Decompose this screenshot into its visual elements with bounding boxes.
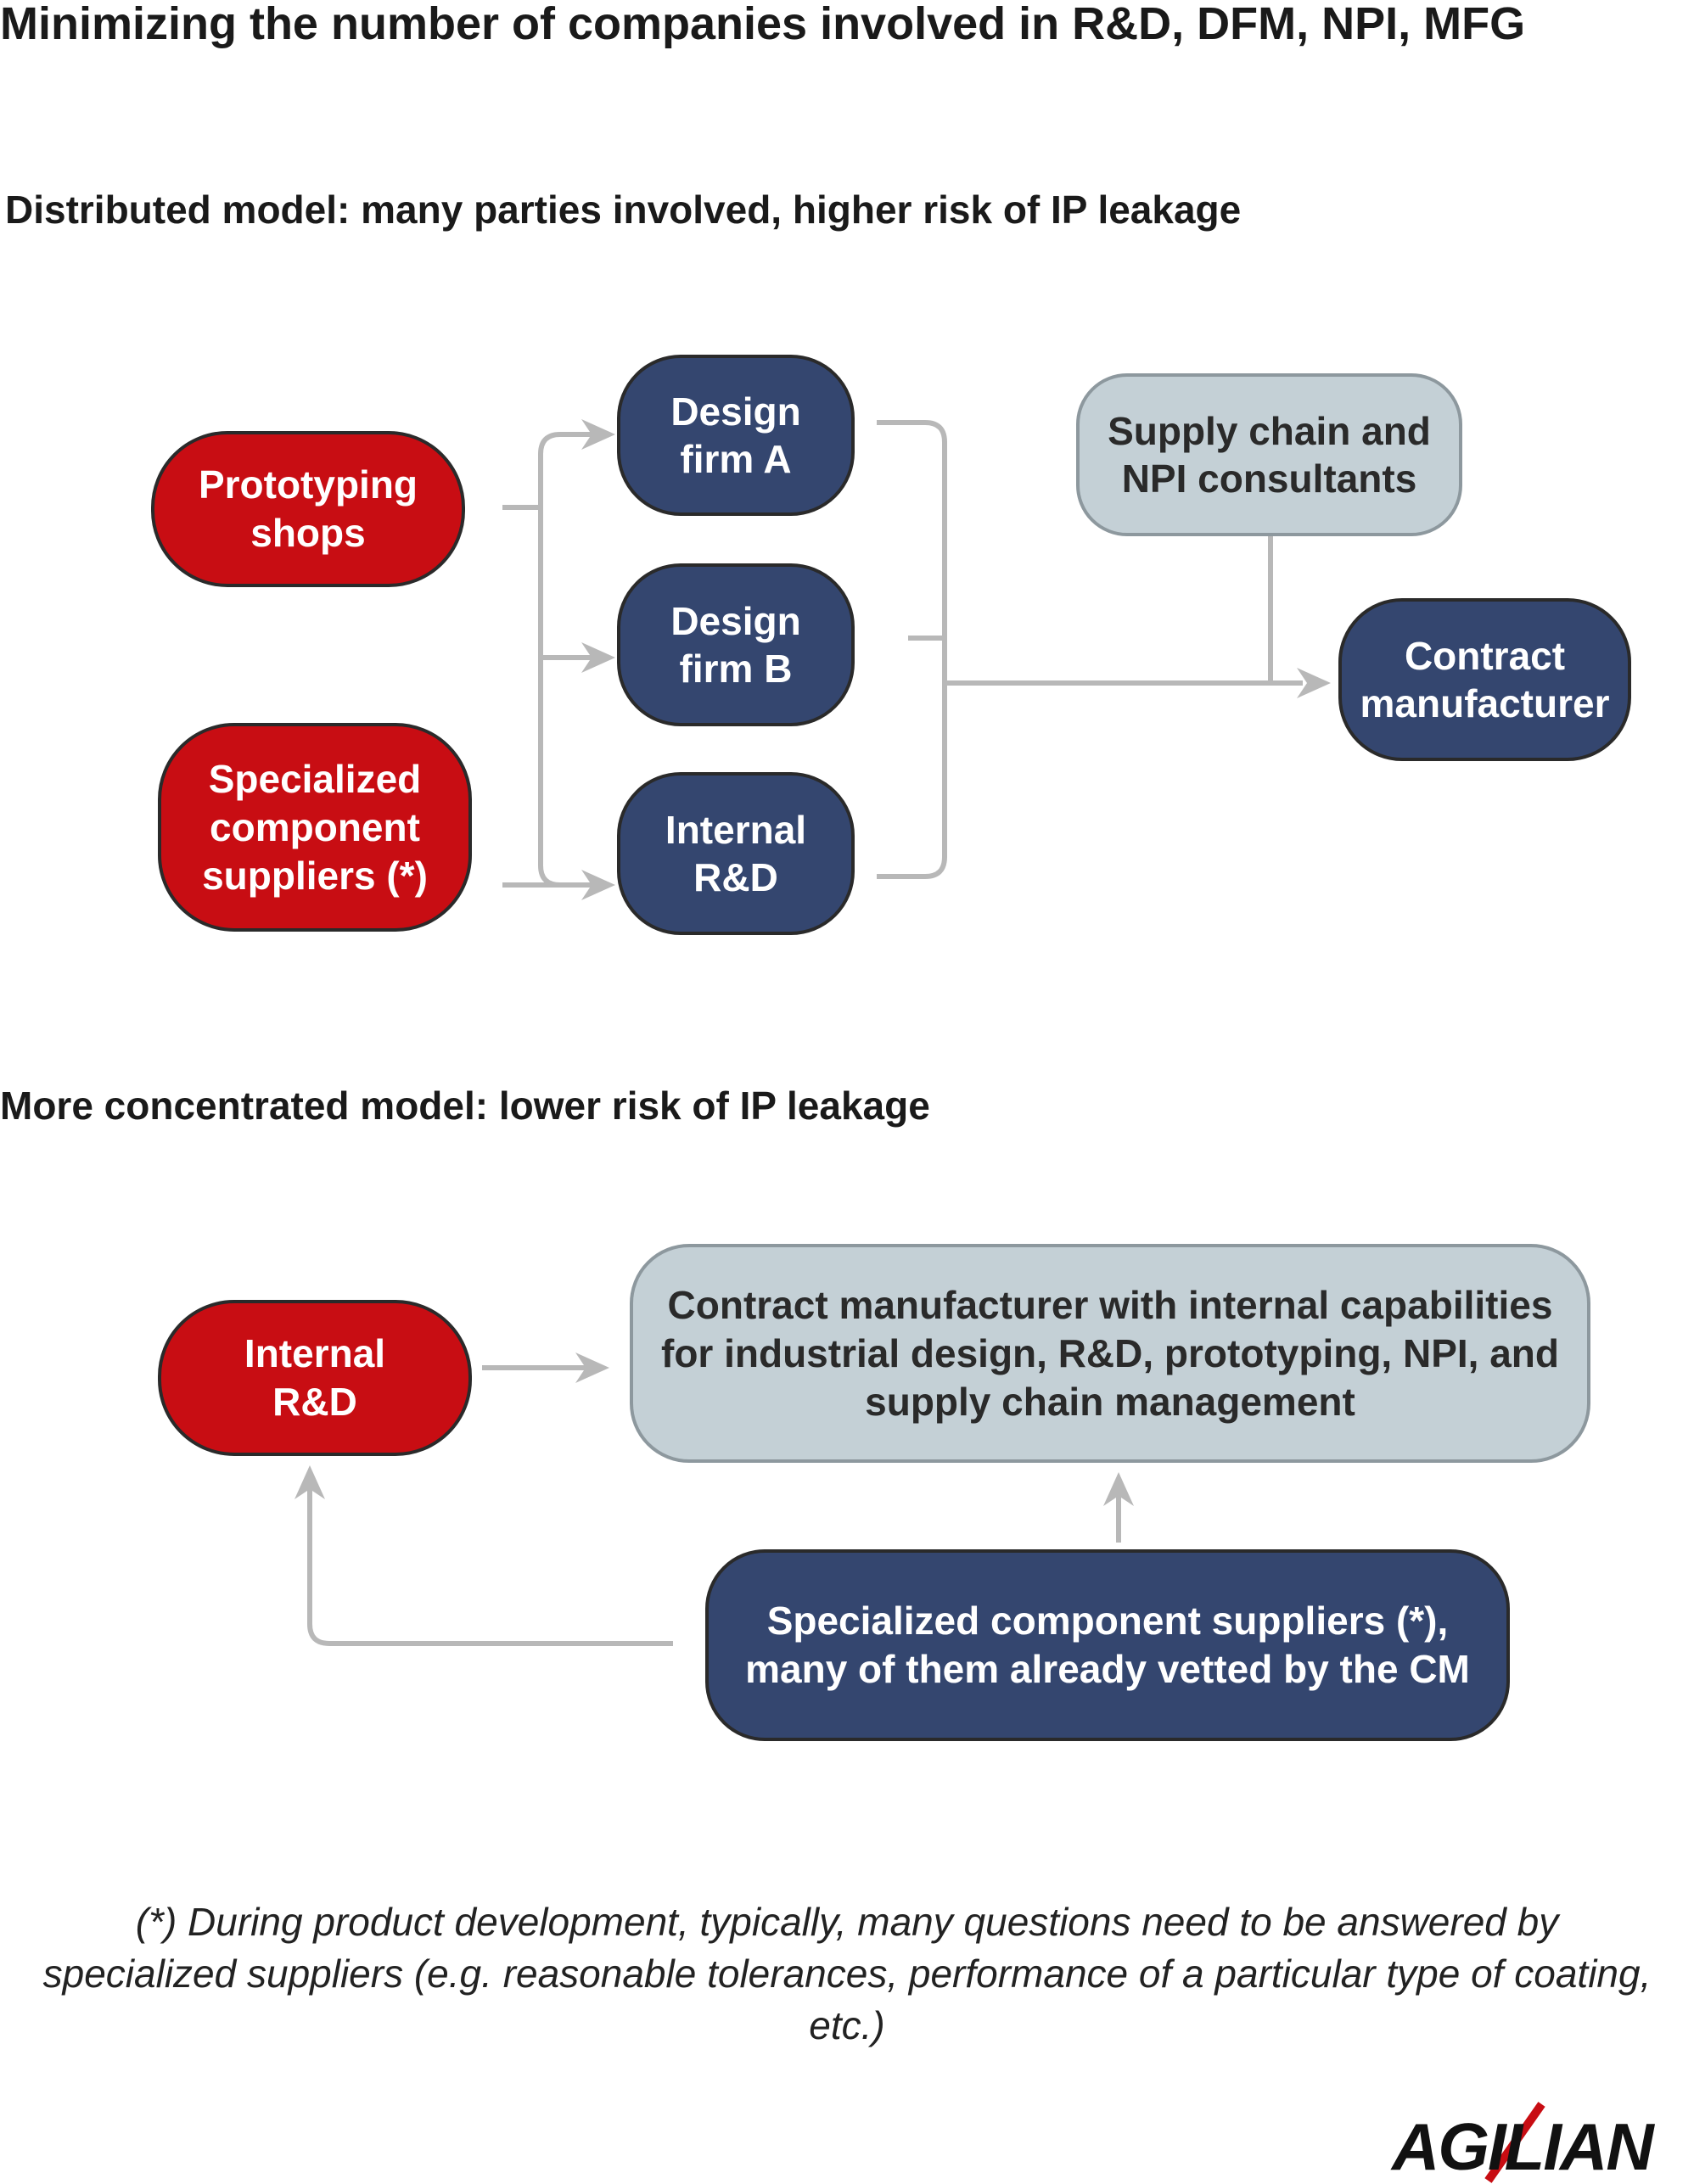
specialized-suppliers-label: Specialized component suppliers (*) <box>202 756 428 898</box>
design-firm-b-label: Design firm B <box>670 599 801 691</box>
arrowhead <box>294 1465 325 1499</box>
concentrated-suppliers-box: Specialized component suppliers (*), man… <box>705 1549 1510 1741</box>
prototyping-shops-box: Prototyping shops <box>151 431 465 587</box>
concentrated-internal-rd-label: Internal R&D <box>244 1331 386 1424</box>
internal-rd-label: Internal R&D <box>665 808 807 899</box>
specialized-suppliers-box: Specialized component suppliers (*) <box>158 723 472 932</box>
design-firm-a-box: Design firm A <box>617 355 855 516</box>
arrowhead <box>581 870 615 900</box>
contract-manufacturer-label: Contract manufacturer <box>1360 634 1610 725</box>
arrowhead <box>1103 1472 1134 1506</box>
page-title: Minimizing the number of companies invol… <box>0 0 1526 49</box>
arrowhead <box>1297 668 1331 698</box>
design-firm-a-label: Design firm A <box>670 389 801 481</box>
supply-chain-consultants-label: Supply chain and NPI consultants <box>1108 409 1431 501</box>
connector-left-spine <box>538 432 598 888</box>
agilian-logo: AGILIAN <box>1392 2109 1654 2184</box>
connector-right-bracket <box>877 420 1303 879</box>
arrowhead <box>581 419 615 450</box>
arrowhead <box>575 1352 609 1383</box>
prototyping-shops-label: Prototyping shops <box>198 462 418 555</box>
arrowhead <box>581 642 615 673</box>
footnote: (*) During product development, typicall… <box>42 1900 1652 2047</box>
concentrated-internal-rd-box: Internal R&D <box>158 1300 472 1456</box>
cm-capabilities-label: Contract manufacturer with internal capa… <box>661 1282 1559 1424</box>
contract-manufacturer-box: Contract manufacturer <box>1338 598 1631 761</box>
concentrated-model-heading: More concentrated model: lower risk of I… <box>0 1084 930 1128</box>
connector-suppliers-to-internal-rd <box>307 1487 673 1646</box>
cm-capabilities-box: Contract manufacturer with internal capa… <box>630 1244 1590 1463</box>
distributed-model-heading: Distributed model: many parties involved… <box>5 188 1242 232</box>
supply-chain-consultants-box: Supply chain and NPI consultants <box>1076 373 1462 536</box>
design-firm-b-box: Design firm B <box>617 563 855 726</box>
concentrated-suppliers-label: Specialized component suppliers (*), man… <box>745 1599 1470 1691</box>
internal-rd-box: Internal R&D <box>617 772 855 935</box>
